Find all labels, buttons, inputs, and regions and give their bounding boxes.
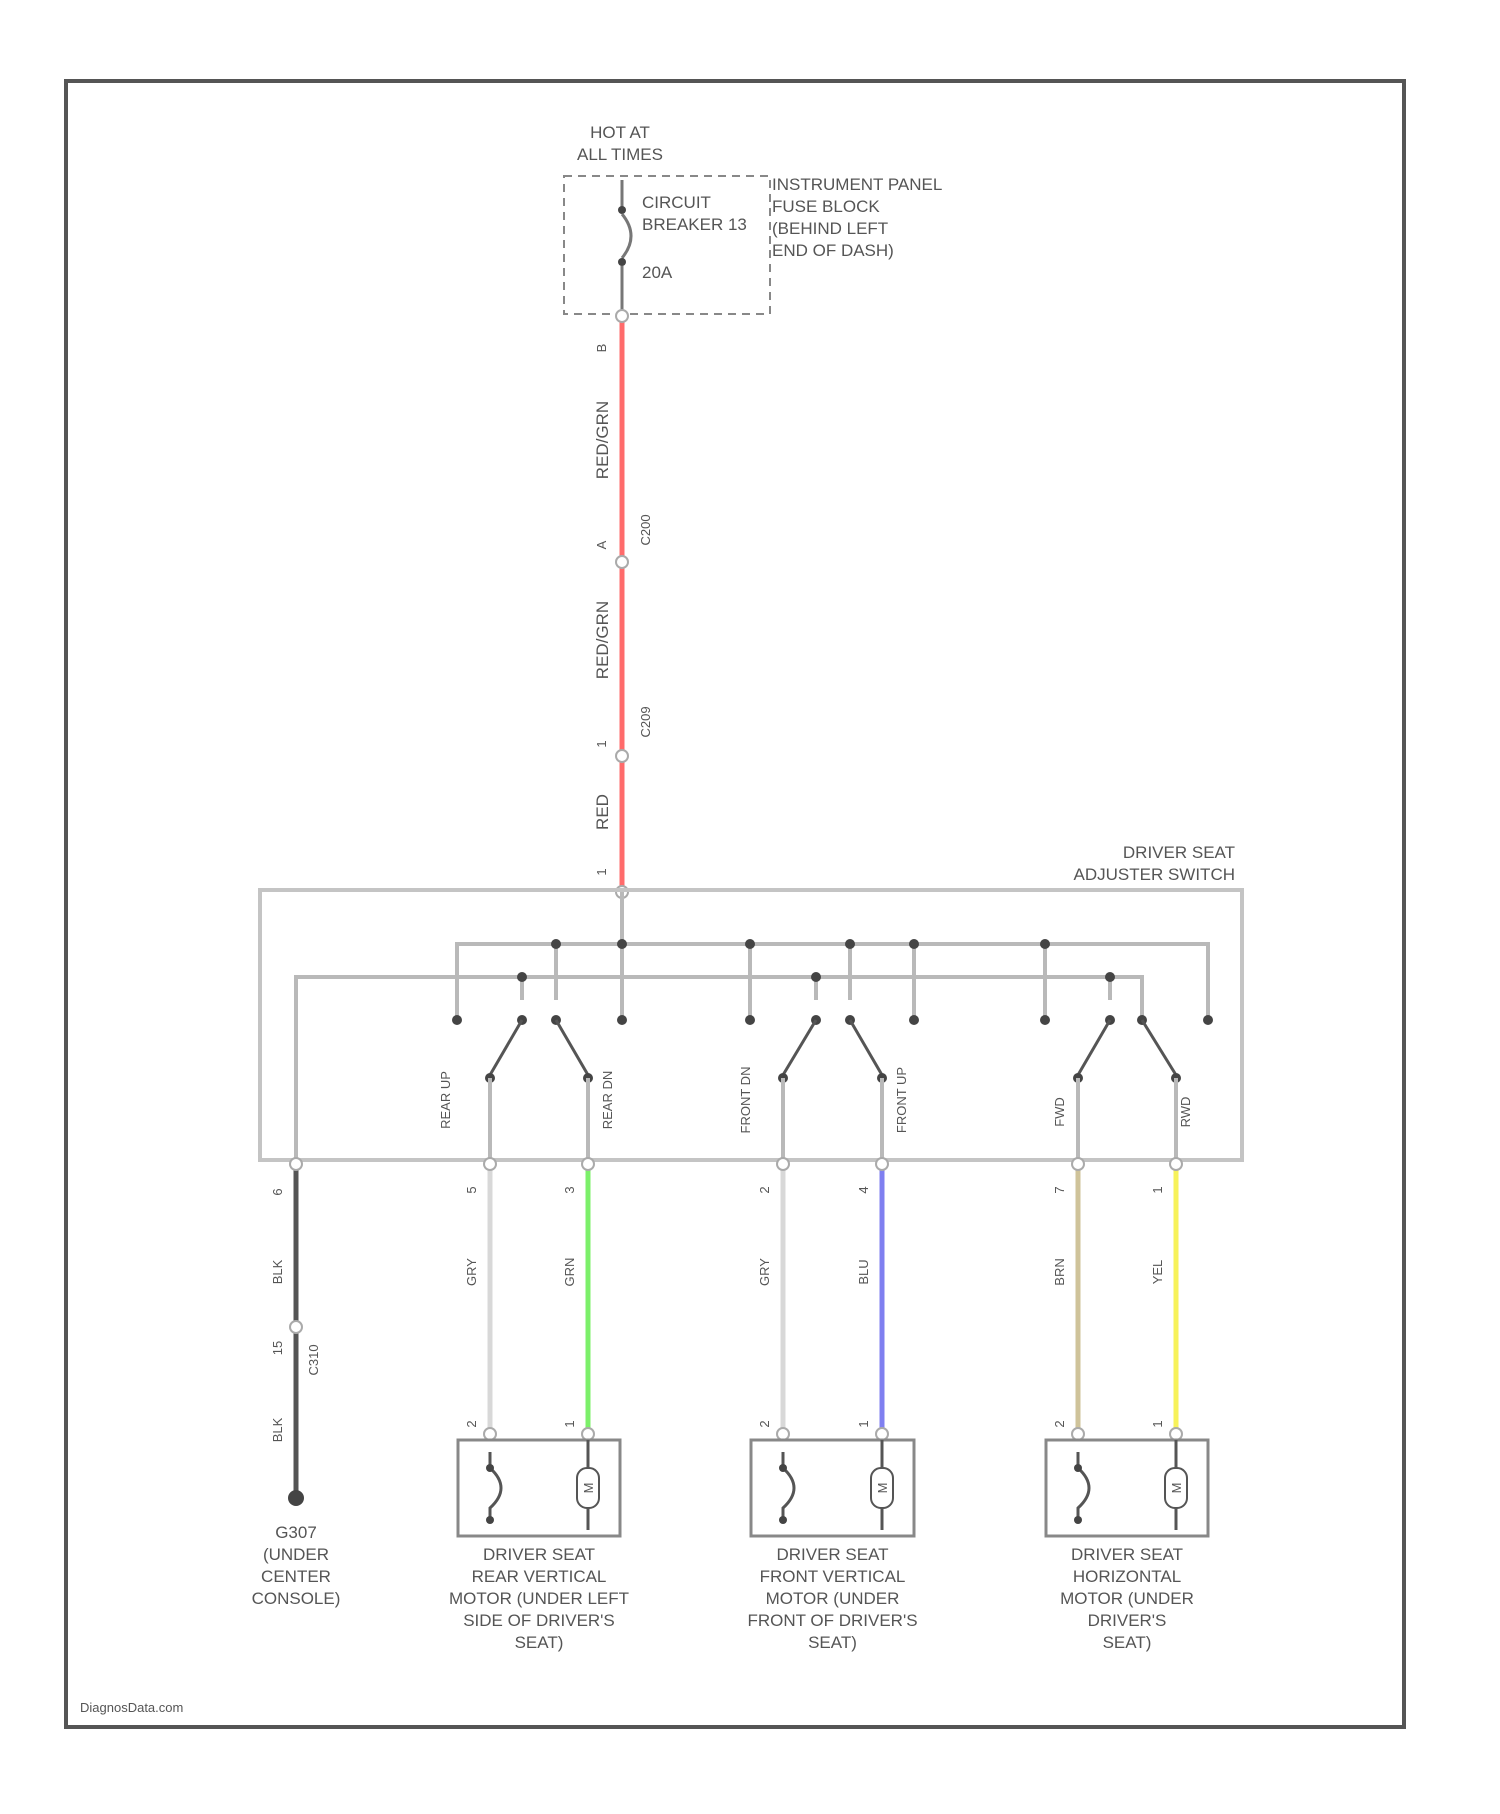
motor-label-line-4: FRONT OF DRIVER'S xyxy=(747,1611,917,1630)
fuse-block-line-4: END OF DASH) xyxy=(772,241,894,260)
fuse-block-line-1: INSTRUMENT PANEL xyxy=(772,175,942,194)
switch-pair-horizontal xyxy=(1040,1015,1213,1160)
output-wire-code: GRY xyxy=(757,1258,772,1286)
feed-wire xyxy=(616,310,628,898)
circuit-breaker-rating: 20A xyxy=(642,263,673,282)
motor-label-line-5: SEAT) xyxy=(808,1633,857,1652)
hot-label-1: HOT AT xyxy=(590,123,650,142)
motor-label-line-1: DRIVER SEAT xyxy=(776,1545,888,1564)
ground-wire-code: BLK xyxy=(270,1259,285,1284)
position-front-up: FRONT UP xyxy=(894,1067,909,1133)
motors: M DRIVER SEAT REAR VERTICAL MOTOR (UNDER LE… xyxy=(449,1440,1208,1652)
circuit-breaker-symbol xyxy=(618,180,631,312)
output-wire-pin: 5 xyxy=(464,1186,479,1193)
motor-label-line-1: DRIVER SEAT xyxy=(1071,1545,1183,1564)
fuse-block-line-3: (BEHIND LEFT xyxy=(772,219,888,238)
feed-pin-3: 1 xyxy=(594,740,609,747)
motor-pin: 1 xyxy=(562,1420,577,1427)
motor-3: M DRIVER SEAT HORIZONTAL MOTOR (UNDER DRIVER… xyxy=(1046,1440,1208,1652)
position-rear-dn: REAR DN xyxy=(600,1071,615,1130)
output-wire-code: GRN xyxy=(562,1258,577,1287)
switch-pair-front xyxy=(745,1015,919,1160)
motor-1: M DRIVER SEAT REAR VERTICAL MOTOR (UNDER LE… xyxy=(449,1440,629,1652)
position-fwd: FWD xyxy=(1052,1097,1067,1127)
feed-connector-2: C209 xyxy=(638,706,653,737)
diagram-frame xyxy=(66,81,1404,1727)
output-wire-code: GRY xyxy=(464,1258,479,1286)
position-rear-up: REAR UP xyxy=(438,1071,453,1129)
feed-connector-1: C200 xyxy=(638,514,653,545)
ground-name-4: CONSOLE) xyxy=(252,1589,341,1608)
motor-pin: 2 xyxy=(1052,1420,1067,1427)
adjuster-switch-line-1: DRIVER SEAT xyxy=(1123,843,1235,862)
output-wire-pin: 4 xyxy=(856,1186,871,1193)
motor-pin: 2 xyxy=(464,1420,479,1427)
motor-label-line-2: REAR VERTICAL xyxy=(472,1567,607,1586)
motor-label-line-3: MOTOR (UNDER xyxy=(766,1589,900,1608)
feed-pin-1: B xyxy=(594,344,609,353)
circuit-breaker-name-2: BREAKER 13 xyxy=(642,215,747,234)
feed-pin-4: 1 xyxy=(594,868,609,875)
feed-code-2: RED/GRN xyxy=(593,601,612,679)
motor-label-line-5: SEAT) xyxy=(515,1633,564,1652)
output-wire-code: YEL xyxy=(1150,1260,1165,1285)
output-wire-pin: 7 xyxy=(1052,1186,1067,1193)
feed-code-1: RED/GRN xyxy=(593,401,612,479)
motor-pin: 1 xyxy=(1150,1420,1165,1427)
ground-point xyxy=(288,1490,304,1506)
ground-wire xyxy=(288,1158,304,1506)
motor-symbol-label: M xyxy=(875,1483,890,1494)
adjuster-switch-line-2: ADJUSTER SWITCH xyxy=(1074,865,1236,884)
ground-name-3: CENTER xyxy=(261,1567,331,1586)
output-wire-pin: 2 xyxy=(757,1186,772,1193)
motor-label-line-4: SIDE OF DRIVER'S xyxy=(463,1611,615,1630)
output-wire-code: BLU xyxy=(856,1259,871,1284)
ground-wire-code-2: BLK xyxy=(270,1417,285,1442)
motor-2: M DRIVER SEAT FRONT VERTICAL MOTOR (UNDER FR… xyxy=(747,1440,917,1652)
ground-pin-2: 15 xyxy=(270,1341,285,1355)
hot-label-2: ALL TIMES xyxy=(577,145,663,164)
circuit-breaker-name-1: CIRCUIT xyxy=(642,193,711,212)
output-wire-pin: 1 xyxy=(1150,1186,1165,1193)
motor-label-line-4: DRIVER'S xyxy=(1088,1611,1167,1630)
motor-pin: 2 xyxy=(757,1420,772,1427)
output-wire-code: BRN xyxy=(1052,1258,1067,1285)
motor-symbol-label: M xyxy=(1169,1483,1184,1494)
feed-pin-2: A xyxy=(594,540,609,549)
motor-symbol-label: M xyxy=(581,1483,596,1494)
ground-name-2: (UNDER xyxy=(263,1545,329,1564)
switch-contacts xyxy=(452,1015,1213,1160)
motor-label-line-3: MOTOR (UNDER LEFT xyxy=(449,1589,629,1608)
output-wire-pin: 3 xyxy=(562,1186,577,1193)
position-front-dn: FRONT DN xyxy=(738,1067,753,1134)
ground-name-1: G307 xyxy=(275,1523,317,1542)
motor-pin: 1 xyxy=(856,1420,871,1427)
motor-label-line-3: MOTOR (UNDER xyxy=(1060,1589,1194,1608)
watermark: DiagnosData.com xyxy=(80,1700,183,1715)
motor-label-line-1: DRIVER SEAT xyxy=(483,1545,595,1564)
motor-label-line-2: FRONT VERTICAL xyxy=(760,1567,906,1586)
motor-label-line-5: SEAT) xyxy=(1103,1633,1152,1652)
position-rwd: RWD xyxy=(1178,1097,1193,1128)
feed-code-3: RED xyxy=(593,794,612,830)
ground-connector: C310 xyxy=(306,1344,321,1375)
ground-pin: 6 xyxy=(270,1188,285,1195)
fuse-block-line-2: FUSE BLOCK xyxy=(772,197,880,216)
motor-label-line-2: HORIZONTAL xyxy=(1073,1567,1181,1586)
